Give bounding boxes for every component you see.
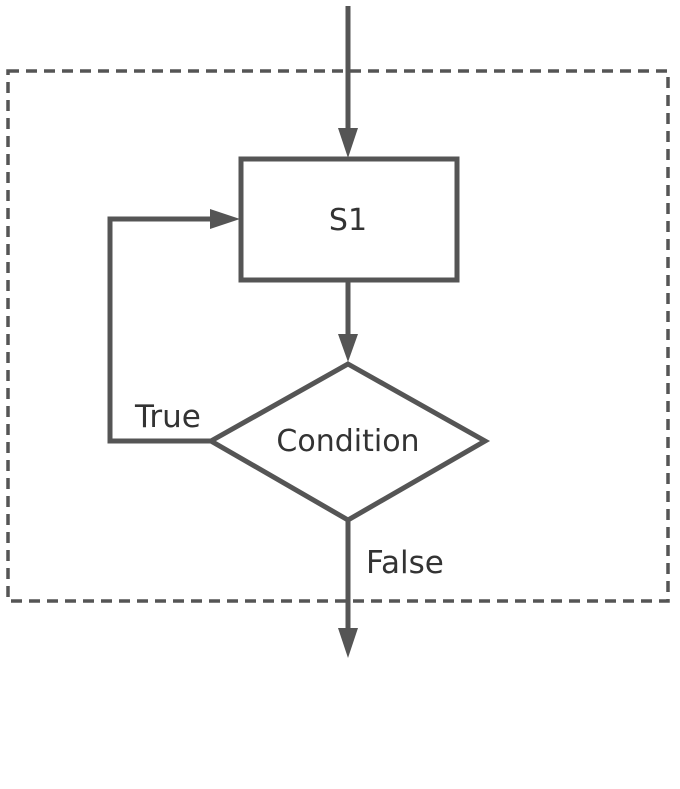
false-edge-label: False xyxy=(366,545,444,581)
process-node-s1-label: S1 xyxy=(329,203,367,238)
false-exit-edge-arrowhead xyxy=(338,628,358,658)
decision-node-condition-label: Condition xyxy=(276,424,419,459)
process-node-s1[interactable]: S1 xyxy=(238,156,460,283)
true-edge-label: True xyxy=(134,399,201,435)
true-loop-edge-arrowhead xyxy=(210,209,240,229)
loop-boundary xyxy=(6,69,670,603)
decision-node-condition[interactable]: Condition xyxy=(205,361,491,523)
true-loop-edge-line xyxy=(107,216,222,444)
entry-edge-arrowhead xyxy=(338,128,358,158)
s1-to-condition-edge-arrowhead xyxy=(338,334,358,362)
